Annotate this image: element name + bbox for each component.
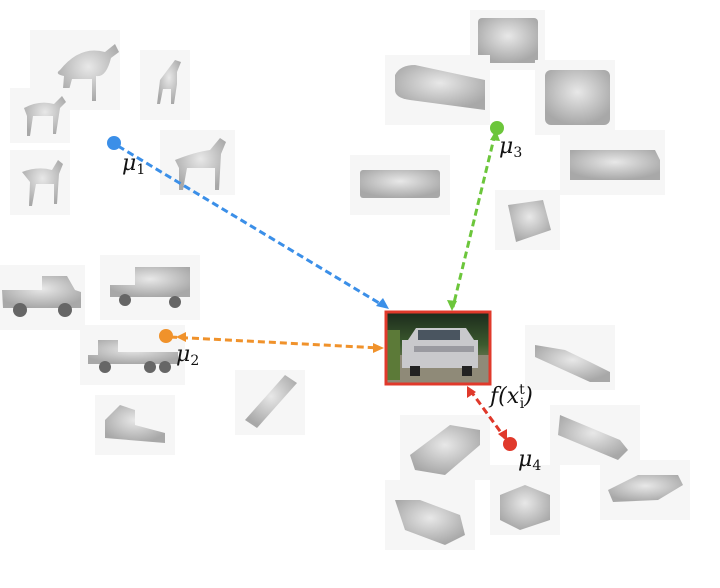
cluster-center-mu3 bbox=[490, 121, 504, 135]
arrow-mu4 bbox=[468, 389, 507, 439]
arrow-mu1 bbox=[117, 144, 385, 308]
horse-thumbnails bbox=[10, 30, 235, 215]
label-mu4: μ4 bbox=[518, 447, 541, 474]
bus-thumbnails bbox=[350, 10, 665, 250]
car-thumbnails bbox=[385, 325, 690, 550]
cluster-center-mu4 bbox=[503, 437, 517, 451]
query-image-border bbox=[384, 310, 492, 386]
label-mu2: μ2 bbox=[176, 342, 199, 369]
query-image bbox=[384, 310, 492, 386]
arrow-mu2 bbox=[169, 335, 381, 350]
label-mu3: μ3 bbox=[499, 134, 522, 161]
cluster-center-mu1 bbox=[107, 136, 121, 150]
arrowheads bbox=[176, 130, 507, 441]
cluster-center-mu2 bbox=[159, 329, 173, 343]
truck-thumbnails bbox=[0, 255, 305, 455]
label-mu1: μ1 bbox=[122, 151, 145, 178]
arrow-mu3 bbox=[451, 133, 497, 308]
